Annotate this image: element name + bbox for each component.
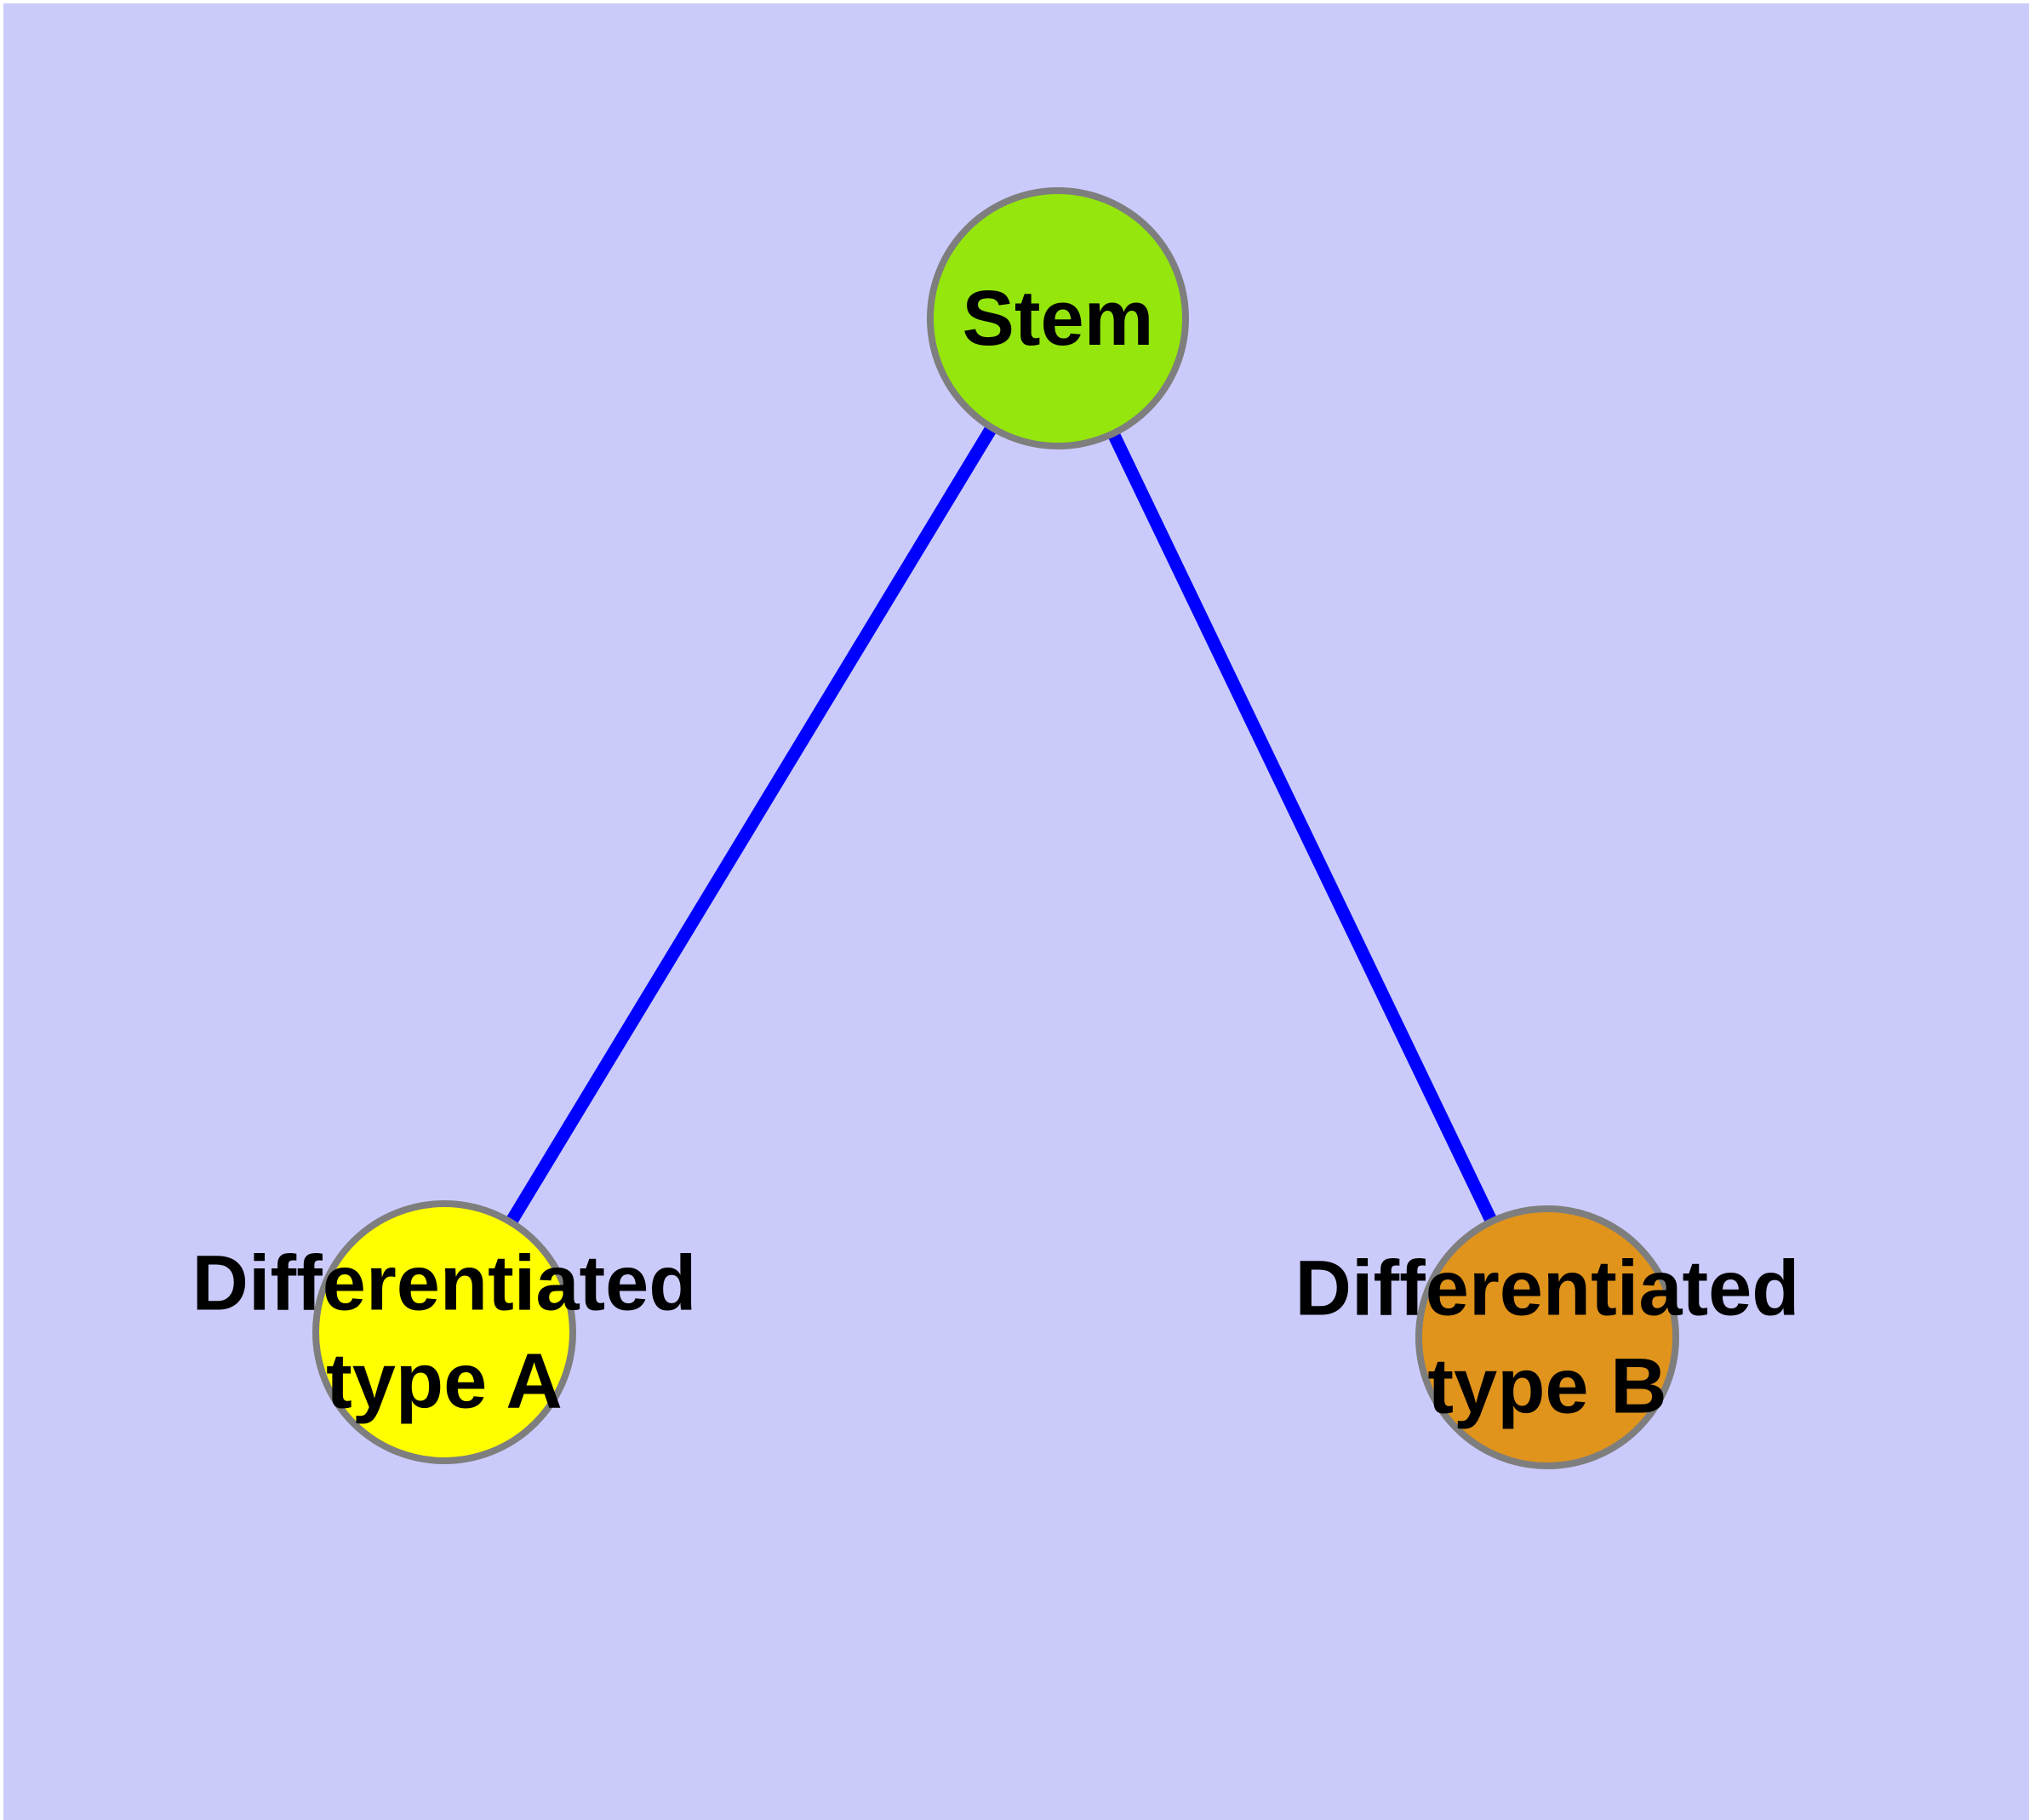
node-label-stem: Stem <box>963 275 1154 362</box>
edge-stem-to-differentiated-type-b <box>1052 315 1553 1341</box>
node-differentiated-type-b <box>1415 1205 1679 1469</box>
edge-stem-to-differentiated-type-a <box>438 315 1064 1336</box>
node-label-differentiated-type-a-line2: type A <box>326 1338 563 1425</box>
node-label-differentiated-type-b-line1: Differentiated <box>1295 1245 1800 1332</box>
edges-layer <box>438 315 1553 1341</box>
node-label-differentiated-type-a-line1: Differentiated <box>192 1240 697 1327</box>
node-differentiated-type-a <box>312 1200 576 1464</box>
nodes-layer <box>312 187 1679 1469</box>
node-stem <box>927 187 1189 449</box>
node-label-differentiated-type-b-line2: type B <box>1427 1343 1666 1430</box>
